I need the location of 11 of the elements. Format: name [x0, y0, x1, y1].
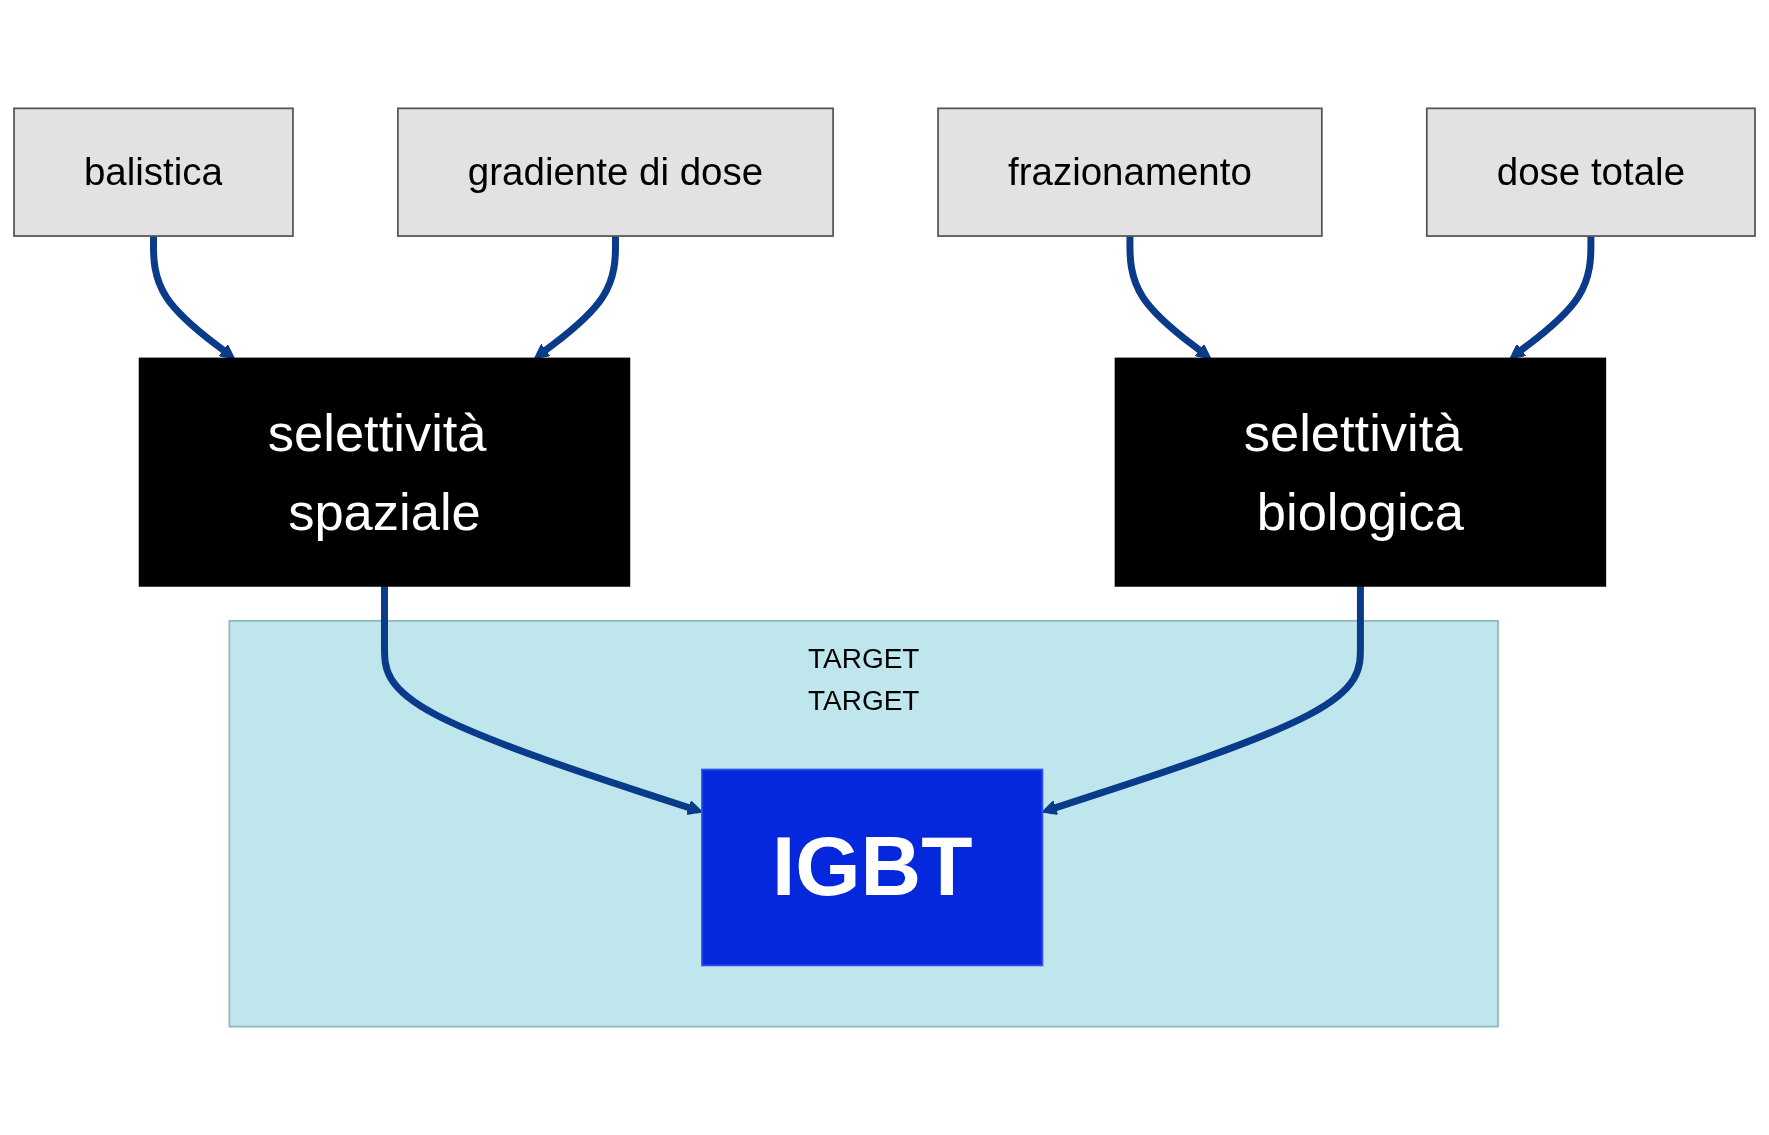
node-box: IGBT: [701, 768, 1044, 967]
arrow: [149, 236, 236, 360]
node-box: dose totale: [1425, 107, 1756, 237]
node-box: frazionamento: [937, 107, 1323, 237]
node-box: selettività spaziale: [138, 357, 631, 587]
node-box: gradiente di dose: [397, 107, 834, 237]
node-box: selettività biologica: [1114, 357, 1607, 587]
arrow: [1509, 236, 1595, 360]
arrow: [1126, 236, 1212, 360]
arrow: [533, 236, 619, 360]
node-box: balistica: [13, 107, 294, 237]
